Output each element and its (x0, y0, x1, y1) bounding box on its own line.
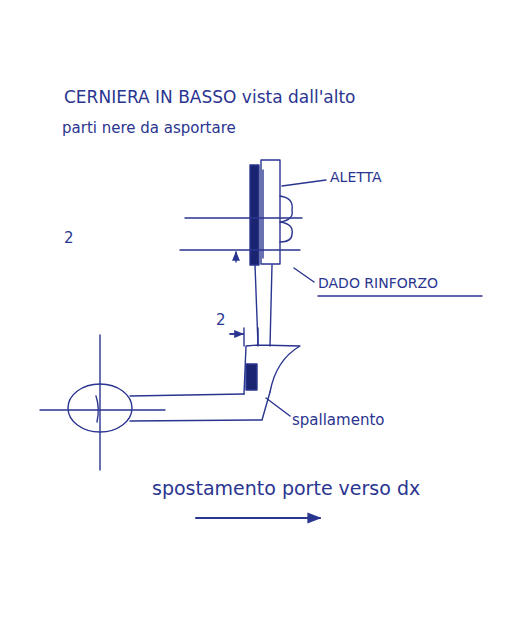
dimension-lines (180, 218, 302, 250)
note-text: spostamento porte verso dx (152, 478, 420, 499)
sketch-title: CERNIERA IN BASSO vista dall'alto (64, 88, 356, 107)
part-name: ALETTA (330, 170, 382, 185)
dimension-lines-lower (230, 328, 258, 346)
pin-mark (96, 396, 98, 422)
reinforcement-nut (280, 196, 292, 242)
nut-leader (294, 268, 482, 296)
dimension-arrow (235, 252, 236, 262)
dimension-arrow-lower (230, 333, 243, 334)
dimension-value: 2 (216, 312, 226, 329)
dimension-value: 2 (64, 230, 74, 247)
aletta-leader (282, 180, 326, 186)
centre-lines (40, 335, 165, 470)
part-name: DADO RINFORZO (318, 276, 438, 291)
note-text: parti nere da asportare (62, 120, 236, 137)
fin-edge (262, 170, 263, 258)
fin (261, 160, 280, 264)
part-name: spallamento (292, 412, 384, 429)
removable-part (246, 364, 257, 390)
shoulder-leader (266, 398, 290, 416)
shoulder (244, 345, 300, 394)
movement-arrow (196, 517, 320, 519)
hinge-arm (130, 392, 270, 421)
